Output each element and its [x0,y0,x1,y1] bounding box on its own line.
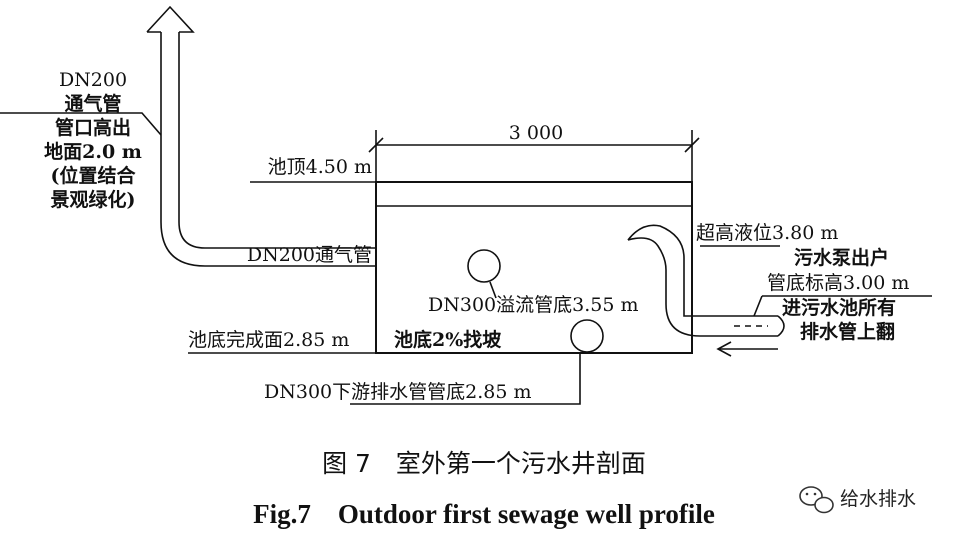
high-level-label: 超高液位3.80 m [696,222,838,244]
watermark-text: 给水排水 [840,488,916,510]
pump-out-label-2: 管底标高3.00 m [767,272,909,294]
vent-note-line-3: 管口高出 [55,116,131,139]
inlet-note-2: 排水管上翻 [800,320,895,343]
vent-pipe-note: DN200 通气管 管口高出 地面2.0 m (位置结合 景观绿化) [0,69,162,211]
vent-note-line-2: 通气管 [64,92,121,115]
pump-out-label-1: 污水泵出户 [794,246,889,269]
vent-pipe-label: DN200通气管 [247,244,372,266]
sewage-pool [375,181,693,354]
wechat-icon [799,486,834,514]
inlet-note-1: 进污水池所有 [782,296,896,319]
vent-pipe [146,5,376,267]
downstream-pipe-label: DN300下游排水管管底2.85 m [264,381,532,403]
inlet-arrow [716,341,778,357]
width-dimension-label: 3 000 [509,122,563,144]
caption-english: Fig.7 Outdoor first sewage well profile [253,499,715,529]
vent-note-line-5: (位置结合 [51,164,137,187]
floor-slope-label: 池底2%找坡 [394,328,502,351]
vent-note-line-1: DN200 [59,69,127,91]
pump-outlet-pipe [627,224,785,337]
downstream-pipe [570,319,604,353]
vent-note-line-4: 地面2.0 m [44,140,142,163]
vent-note-line-6: 景观绿化) [51,188,136,211]
floor-finish-label: 池底完成面2.85 m [188,329,349,351]
caption-chinese: 图 7 室外第一个污水井剖面 [322,449,646,478]
pool-top-label: 池顶4.50 m [268,156,372,178]
overflow-label: DN300溢流管底3.55 m [428,294,639,316]
watermark: 给水排水 [799,486,916,514]
overflow-pipe [467,249,501,283]
width-dimension: 3 000 [368,122,700,182]
